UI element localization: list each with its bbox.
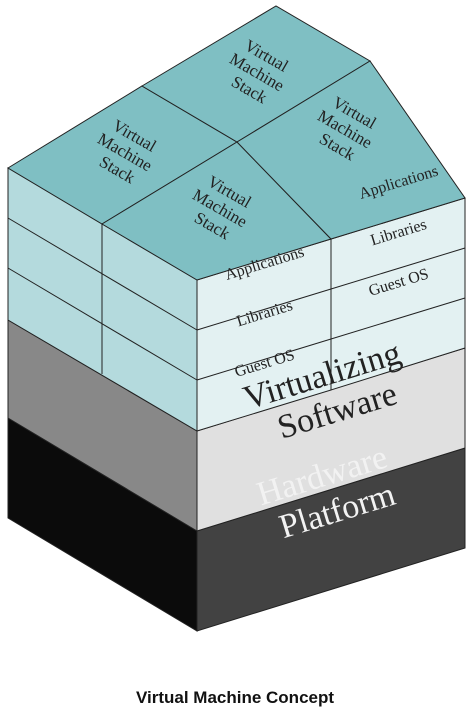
front-left-row-line-1 [196,288,332,331]
front-right-row-line-2 [330,297,466,340]
vm-left-row-line-1 [7,217,198,331]
front-right-row-line-1 [330,247,466,290]
vm-left-row-line-2 [7,267,198,381]
virtualizing-software-label: Virtualizing Software [239,332,424,454]
vm-stack-label-back-right: Virtual Machine Stack [217,33,301,114]
front-left-row-line-2 [196,338,332,381]
vm-top-front-right [236,60,466,240]
diagram-caption: Virtual Machine Concept [135,688,335,707]
